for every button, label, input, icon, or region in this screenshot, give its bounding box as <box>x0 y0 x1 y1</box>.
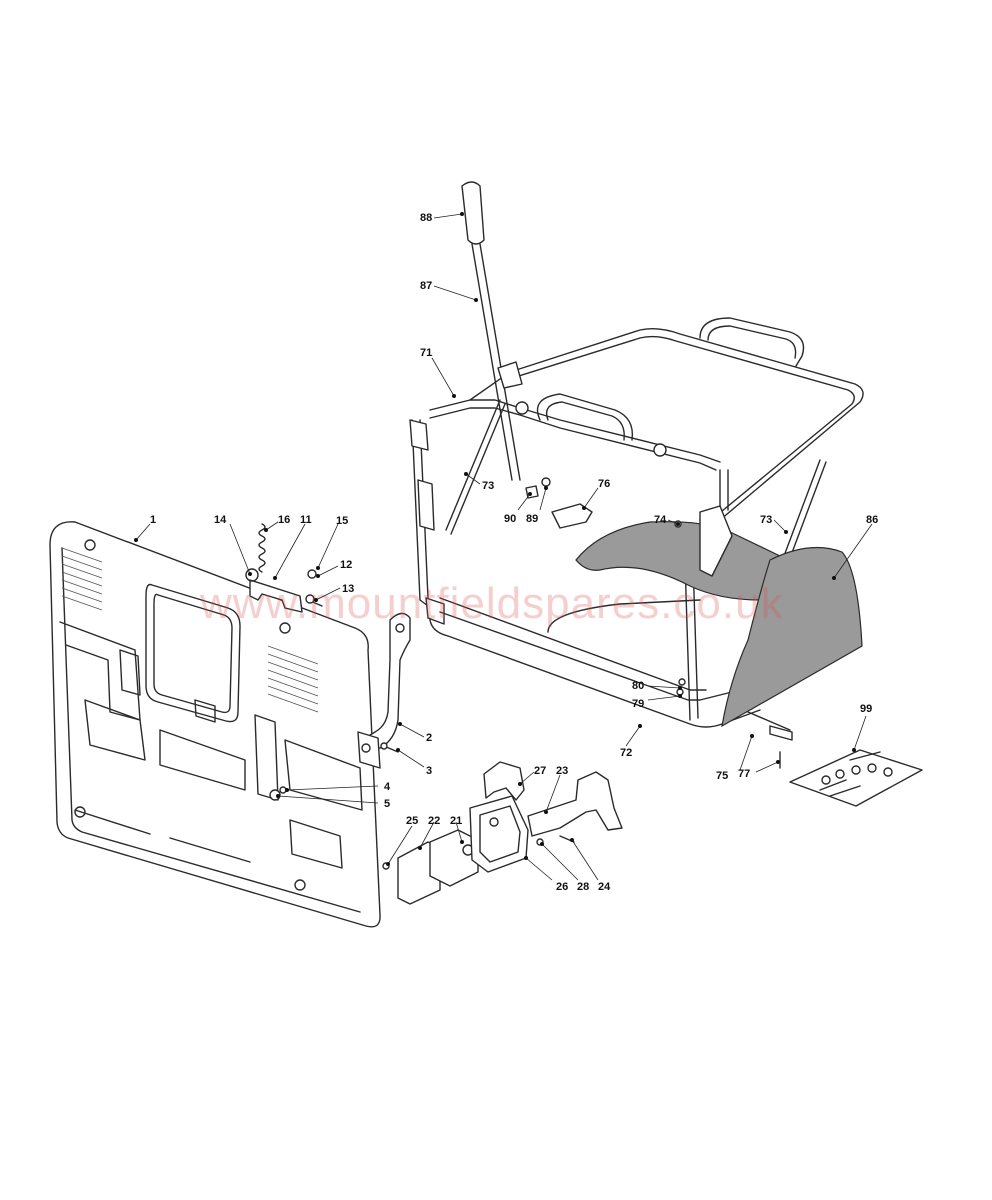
callout-label: 21 <box>450 815 462 827</box>
callout-label: 77 <box>738 768 750 780</box>
callout-label: 72 <box>620 747 632 759</box>
callout-label: 73 <box>482 480 494 492</box>
latch-assembly-parts-11-16 <box>245 523 323 613</box>
callout-labels: 1 2 3 4 5 11 12 13 14 15 16 21 22 23 24 … <box>150 212 878 893</box>
callout-label: 22 <box>428 815 440 827</box>
callout-label: 23 <box>556 765 568 777</box>
callout-label: 73 <box>760 514 772 526</box>
hardware-kit-part-99 <box>789 749 923 807</box>
callout-label: 74 <box>654 514 667 526</box>
callout-label: 13 <box>342 583 354 595</box>
callout-label: 5 <box>384 798 390 810</box>
callout-label: 28 <box>577 881 589 893</box>
callout-label: 1 <box>150 514 156 526</box>
callout-label: 27 <box>534 765 546 777</box>
callout-label: 79 <box>632 698 644 710</box>
callout-label: 86 <box>866 514 878 526</box>
leader-lines <box>134 212 873 881</box>
callout-label: 87 <box>420 280 432 292</box>
callout-label: 90 <box>504 513 516 525</box>
callout-label: 88 <box>420 212 432 224</box>
callout-label: 80 <box>632 680 644 692</box>
callout-label: 76 <box>598 478 610 490</box>
watermark-text: www.mountfieldspares.co.uk <box>199 579 784 628</box>
callout-label: 2 <box>426 732 432 744</box>
callout-label: 89 <box>526 513 538 525</box>
callout-label: 3 <box>426 765 432 777</box>
callout-label: 24 <box>598 881 611 893</box>
plate-part-76 <box>551 503 593 529</box>
grass-collector-frame <box>409 317 864 769</box>
callout-label: 15 <box>336 515 348 527</box>
callout-label: 14 <box>214 514 227 526</box>
callout-label: 11 <box>300 514 312 526</box>
lever-parts-87-88 <box>461 181 523 481</box>
callout-label: 12 <box>340 559 352 571</box>
callout-label: 25 <box>406 815 418 827</box>
washers-part-4-5 <box>269 786 287 801</box>
callout-label: 16 <box>278 514 290 526</box>
arm-bracket-part-2 <box>357 612 411 769</box>
callout-label: 26 <box>556 881 568 893</box>
callout-label: 75 <box>716 770 728 782</box>
bolt-part-3 <box>380 742 399 753</box>
rear-panel-part-1 <box>49 521 381 928</box>
callout-label: 99 <box>860 703 872 715</box>
callout-label: 4 <box>384 781 391 793</box>
callout-label: 71 <box>420 347 432 359</box>
